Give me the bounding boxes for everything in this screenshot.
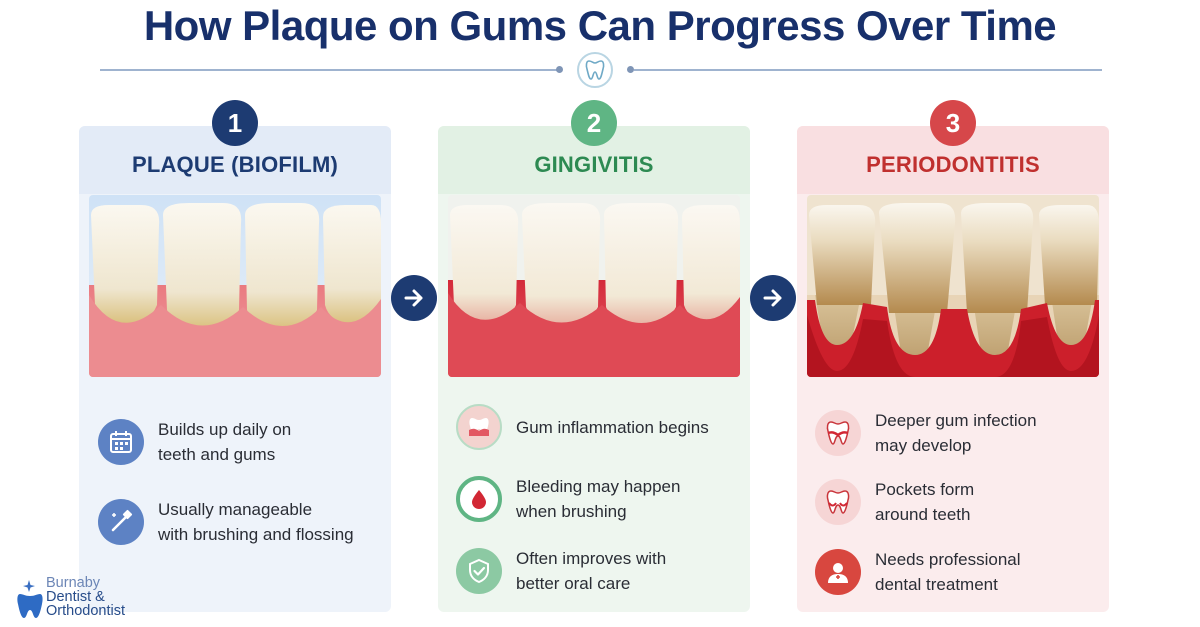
brand-logo: Burnaby Dentist & Orthodontist <box>16 574 156 622</box>
gingivitis-teeth-image <box>448 195 740 377</box>
page-title: How Plaque on Gums Can Progress Over Tim… <box>143 2 1057 49</box>
plaque-teeth-image <box>89 195 381 377</box>
periodontitis-teeth-image <box>807 195 1099 377</box>
tooth-icon <box>577 52 613 88</box>
stage-3-title: PERIODONTITIS <box>866 152 1040 177</box>
logo-line-3: Orthodontist <box>46 603 125 619</box>
stage-2-title: GINGIVITIS <box>534 152 654 177</box>
toothbrush-icon <box>98 499 144 545</box>
shield-check-icon <box>456 548 502 594</box>
title-divider <box>0 52 1200 88</box>
arrow-right-icon <box>750 275 796 321</box>
stage-2-item-1: Gum inflammation begins <box>456 404 709 450</box>
stage-1-number: 1 <box>212 100 258 146</box>
arrow-right-icon <box>391 275 437 321</box>
logo-tooth-icon <box>17 580 43 618</box>
logo-line-2: Dentist & <box>46 589 105 605</box>
blood-drop-icon <box>456 476 502 522</box>
stage-1-title: PLAQUE (BIOFILM) <box>131 152 339 177</box>
logo-line-1: Burnaby <box>46 575 101 591</box>
tooth-pocket-icon <box>815 479 861 525</box>
inflamed-tooth-icon <box>456 404 502 450</box>
dentist-icon <box>815 549 861 595</box>
stage-2-number: 2 <box>571 100 617 146</box>
calendar-icon <box>98 419 144 465</box>
stage-3-number: 3 <box>930 100 976 146</box>
infected-tooth-icon <box>815 410 861 456</box>
